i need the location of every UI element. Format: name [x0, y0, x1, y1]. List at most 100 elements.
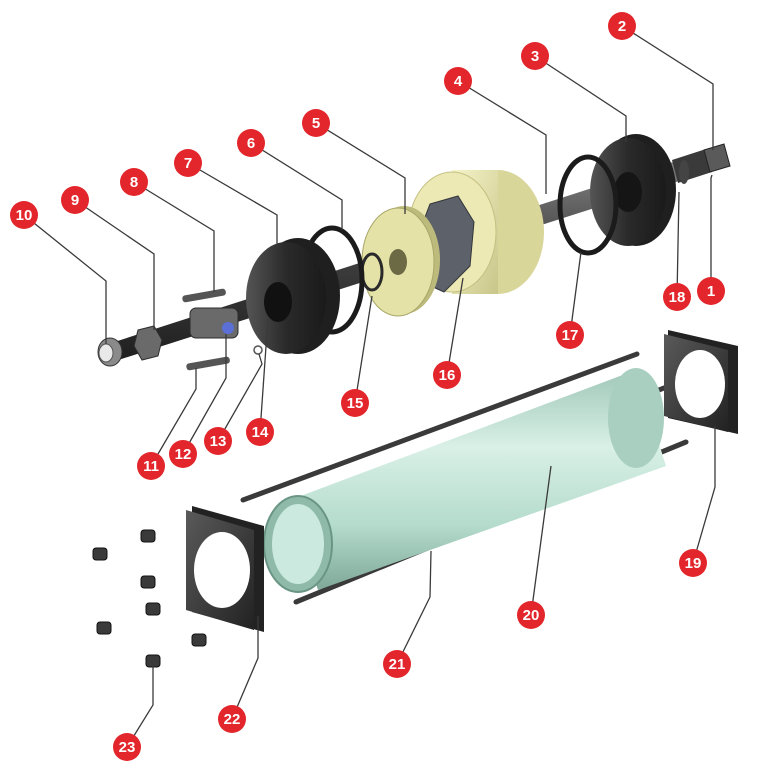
leader-line — [259, 317, 269, 433]
callout-number: 21 — [389, 656, 406, 673]
callout-badge — [137, 452, 165, 480]
rear-piston-head — [590, 134, 676, 246]
leader-line — [710, 174, 713, 291]
callout-number: 7 — [184, 155, 192, 172]
callout-hex-piston-nut: 16 — [433, 277, 464, 389]
callout-badge — [174, 149, 202, 177]
tie-rod-nut — [140, 575, 156, 589]
callout-number: 17 — [562, 327, 579, 344]
callout-piston-rod: 4 — [444, 67, 547, 194]
callout-number: 14 — [252, 424, 269, 441]
leader-line — [534, 55, 627, 142]
callout-badge — [517, 601, 545, 629]
callout-number: 3 — [531, 48, 539, 65]
leader-line — [231, 616, 259, 720]
leader-line — [396, 550, 432, 665]
leader-line — [692, 426, 716, 564]
cylinder-barrel — [263, 368, 666, 593]
callout-badge — [169, 440, 197, 468]
callout-number: 12 — [175, 446, 192, 463]
callout-inner-seal: 15 — [341, 295, 373, 417]
leader-line — [446, 277, 464, 376]
callout-number: 23 — [119, 739, 136, 756]
callout-badge — [663, 283, 691, 311]
callout-guide-disc: 5 — [302, 109, 406, 214]
lower-assembly — [92, 330, 738, 668]
leader-line — [217, 353, 263, 442]
lower-valve-pin — [186, 356, 230, 371]
callout-number: 10 — [16, 207, 33, 224]
upper-assembly — [97, 134, 731, 371]
callout-number: 18 — [669, 289, 686, 306]
callout-rear-piston-head: 3 — [521, 42, 627, 142]
callout-end-nut: 10 — [10, 201, 107, 344]
callout-badge — [433, 361, 461, 389]
leader-line — [74, 199, 155, 330]
callout-number: 20 — [523, 607, 540, 624]
leader-line — [187, 162, 278, 244]
callout-number: 16 — [439, 367, 456, 384]
callout-number: 4 — [454, 73, 463, 90]
callout-lower-valve-pin: 11 — [137, 368, 197, 480]
leader-line — [621, 25, 714, 150]
leader-line — [530, 465, 552, 616]
leader-line — [150, 368, 197, 467]
rear-o-ring — [557, 154, 619, 256]
small-o-ring — [253, 345, 263, 355]
callout-number: 15 — [347, 395, 364, 412]
callout-badge — [10, 201, 38, 229]
callout-badge — [120, 168, 148, 196]
callout-number: 22 — [224, 711, 241, 728]
callout-front-o-ring: 6 — [237, 129, 343, 230]
leader-line — [315, 122, 406, 214]
callout-badge — [608, 12, 636, 40]
callout-rod-end-nut: 1 — [697, 174, 725, 305]
callout-badge — [556, 321, 584, 349]
tie-rod — [240, 351, 640, 503]
end-nut — [97, 337, 123, 367]
callout-badge — [697, 277, 725, 305]
callout-badge — [61, 186, 89, 214]
rod-end-right — [672, 143, 731, 184]
leader-line — [182, 334, 227, 455]
callout-valve-pin: 8 — [120, 168, 215, 292]
callout-number: 5 — [312, 115, 320, 132]
front-end-head — [246, 238, 340, 354]
callout-rear-seal: 18 — [663, 191, 691, 311]
tie-rod-nut — [92, 547, 108, 561]
tie-rod-nuts — [92, 529, 207, 668]
callout-badge — [113, 733, 141, 761]
callout-cylinder-barrel: 20 — [517, 465, 552, 629]
leader-line — [23, 214, 107, 344]
callout-number: 2 — [618, 18, 626, 35]
guide-disc — [361, 206, 440, 317]
callout-badge — [679, 549, 707, 577]
tie-rod-nut — [140, 529, 156, 543]
callout-badge — [204, 427, 232, 455]
callout-number: 8 — [130, 174, 138, 191]
tie-rod-nut — [191, 633, 207, 647]
valve-pin — [182, 288, 226, 303]
callout-rod-end-thread: 2 — [608, 12, 714, 150]
callout-number: 1 — [707, 283, 715, 300]
rear-end-plate — [664, 330, 738, 434]
valve-body — [189, 307, 239, 339]
callout-badge — [302, 109, 330, 137]
callout-rear-o-ring: 17 — [556, 251, 584, 349]
callout-number: 6 — [247, 135, 255, 152]
callout-badge — [237, 129, 265, 157]
leader-line — [133, 181, 215, 292]
leader-line — [250, 142, 343, 230]
front-end-plate — [186, 506, 264, 632]
callout-badge — [341, 389, 369, 417]
callout-front-end-head: 7 — [174, 149, 278, 244]
callout-badge — [521, 42, 549, 70]
head-bore — [264, 282, 292, 322]
callout-front-end-plate: 22 — [218, 616, 259, 733]
callout-tie-rod-nut: 23 — [113, 665, 154, 761]
callout-rear-end-plate: 19 — [679, 426, 716, 577]
callout-valve-body: 12 — [169, 334, 227, 468]
leader-line — [354, 295, 373, 404]
callout-tie-rod: 21 — [383, 550, 432, 678]
